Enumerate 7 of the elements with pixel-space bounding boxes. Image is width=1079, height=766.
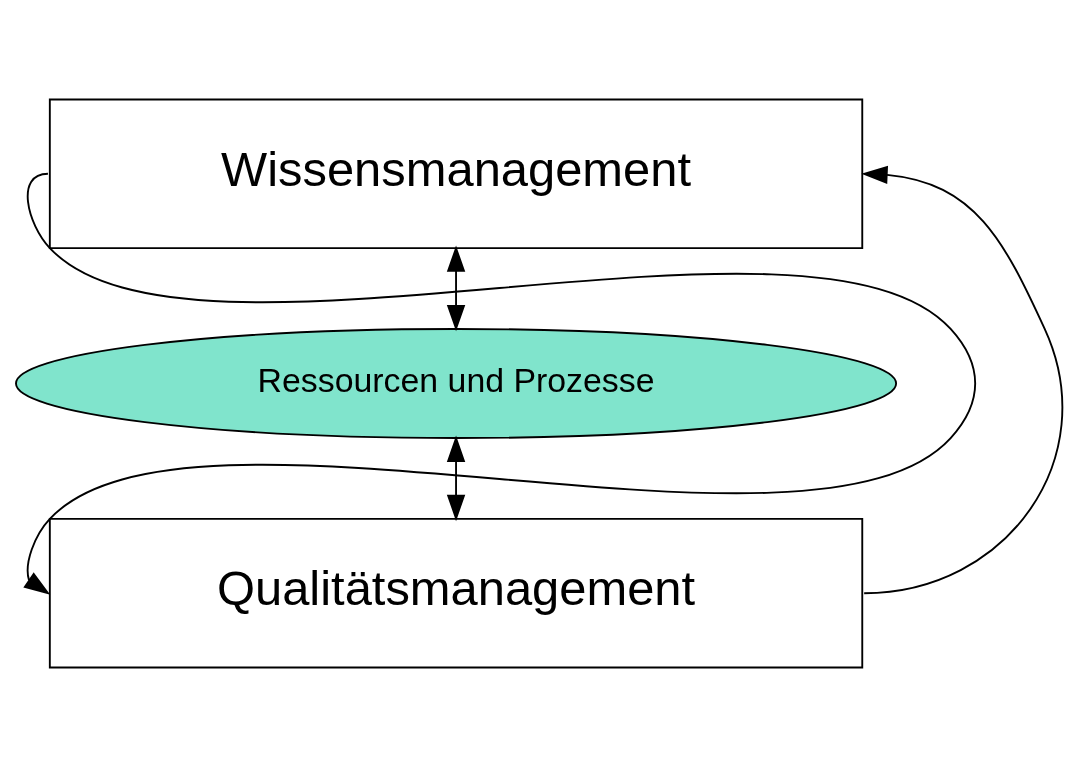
arrow — [446, 244, 466, 331]
node-ellipse: Ressourcen und Prozesse — [15, 327, 898, 439]
arrow — [23, 172, 977, 595]
node-box: Wissensmanagement — [48, 98, 864, 249]
arrow — [446, 435, 466, 521]
arrow — [861, 165, 1063, 594]
node-box: Qualitätsmanagement — [48, 517, 864, 668]
